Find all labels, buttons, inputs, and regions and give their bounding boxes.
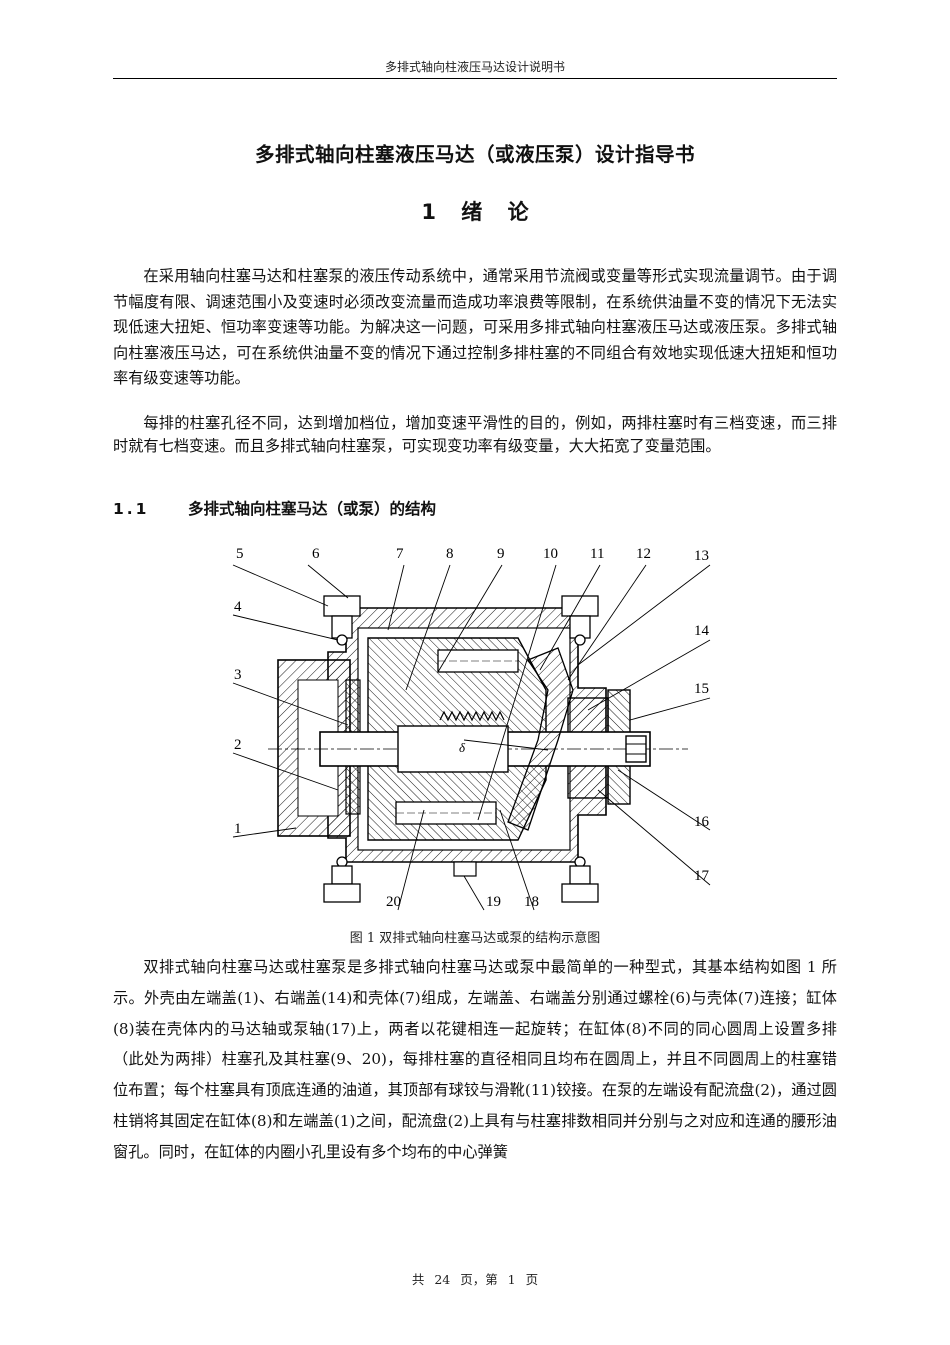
chapter-title: 1 绪 论 xyxy=(421,200,529,224)
part-label-6: 6 xyxy=(312,546,320,562)
part-label-18: 18 xyxy=(524,894,539,910)
bolt-bottom-right xyxy=(561,856,599,903)
running-header: 多排式轴向柱液压马达设计说明书 xyxy=(384,60,565,74)
part-label-14: 14 xyxy=(694,623,710,639)
part-label-16: 16 xyxy=(694,814,710,830)
bolt-top-right xyxy=(561,595,599,646)
intro-paragraph-1: 在采用轴向柱塞马达和柱塞泵的液压传动系统中，通常采用节流阀或变量等形式实现流量调… xyxy=(113,264,837,392)
part-label-1: 1 xyxy=(234,821,242,837)
structure-figure: 1 2 3 4 5 6 7 8 9 10 11 12 13 14 15 16 1… xyxy=(228,540,720,912)
bolt-bottom-left xyxy=(323,856,361,903)
part-label-3: 3 xyxy=(234,667,242,683)
shaft-nut xyxy=(625,735,647,763)
part-label-10: 10 xyxy=(543,546,558,562)
leader-lines xyxy=(232,564,711,911)
figure-caption: 图 1 双排式轴向柱塞马达或泵的结构示意图 xyxy=(349,931,601,946)
part-label-9: 9 xyxy=(497,546,505,562)
part-label-20: 20 xyxy=(386,894,401,910)
section-number: 1.1 xyxy=(113,500,150,518)
intro-paragraph-2: 每排的柱塞孔径不同，达到增加档位，增加变速平滑性的目的，例如，两排柱塞时有三档变… xyxy=(113,412,837,457)
header-rule xyxy=(113,78,837,79)
part-label-8: 8 xyxy=(446,546,454,562)
paragraph-text: 在采用轴向柱塞马达和柱塞泵的液压传动系统中，通常采用节流阀或变量等形式实现流量调… xyxy=(113,267,837,387)
part-label-15: 15 xyxy=(694,681,709,697)
paragraph-text: 双排式轴向柱塞马达或柱塞泵是多排式轴向柱塞马达或泵中最简单的一种型式，其基本结构… xyxy=(113,958,837,1161)
document-title: 多排式轴向柱塞液压马达（或液压泵）设计指导书 xyxy=(254,143,695,166)
section-title: 多排式轴向柱塞马达（或泵）的结构 xyxy=(188,500,437,518)
part-label-12: 12 xyxy=(636,546,651,562)
bolt-top-left xyxy=(323,595,361,646)
paragraph-text: 每排的柱塞孔径不同，达到增加档位，增加变速平滑性的目的，例如，两排柱塞时有三档变… xyxy=(113,414,837,455)
part-label-2: 2 xyxy=(234,737,242,753)
part-label-13: 13 xyxy=(694,548,709,564)
angle-label: δ xyxy=(459,740,466,755)
part-label-7: 7 xyxy=(396,546,404,562)
part-label-4: 4 xyxy=(234,599,242,615)
center-spring xyxy=(439,710,505,722)
part-label-5: 5 xyxy=(236,546,244,562)
structure-paragraph: 双排式轴向柱塞马达或柱塞泵是多排式轴向柱塞马达或泵中最简单的一种型式，其基本结构… xyxy=(113,952,837,1168)
swash-plate xyxy=(507,647,574,831)
part-label-17: 17 xyxy=(694,868,710,884)
page-footer: 共 24 页，第 1 页 xyxy=(411,1272,539,1287)
part-label-19: 19 xyxy=(486,894,501,910)
part-label-11: 11 xyxy=(590,546,604,562)
drain-plug xyxy=(453,861,477,877)
section-heading: 1.1 多排式轴向柱塞马达（或泵）的结构 xyxy=(113,497,837,519)
motor-cross-section-diagram: 1 2 3 4 5 6 7 8 9 10 11 12 13 14 15 16 1… xyxy=(232,546,711,911)
